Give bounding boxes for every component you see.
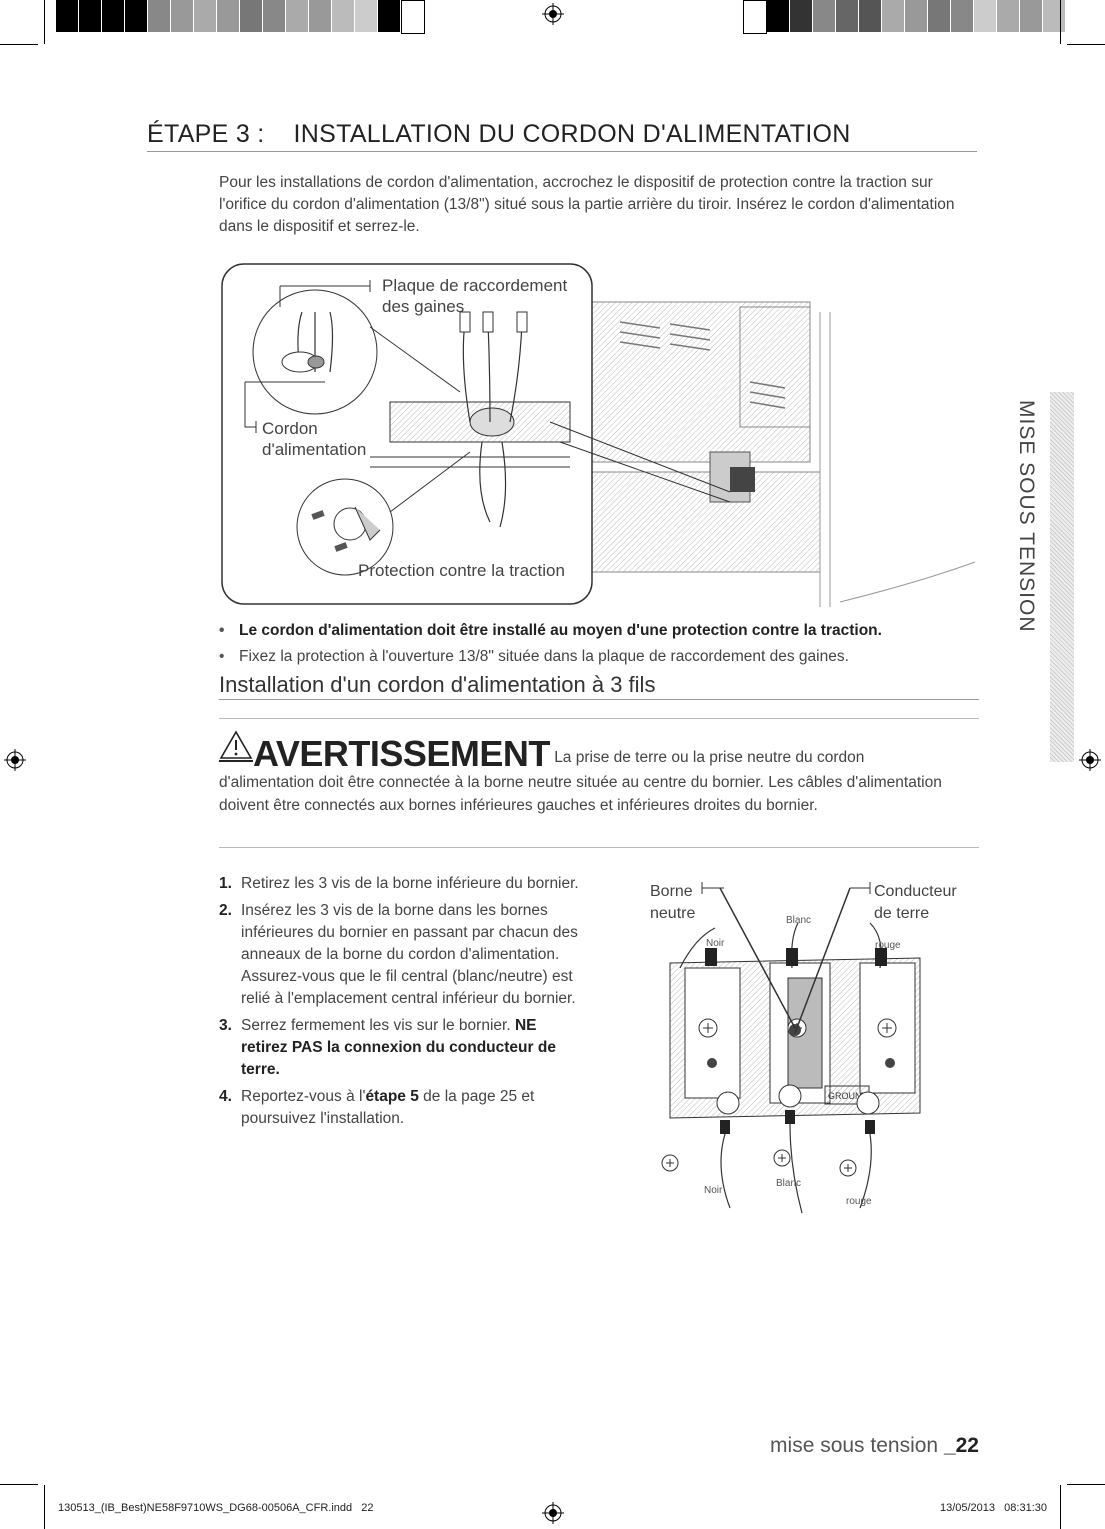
terminal-block-diagram: GROUND Borne neutre Conducteur de terre … [650, 882, 957, 1214]
warning-rule-bottom [219, 847, 979, 848]
section-side-tab [1050, 392, 1074, 762]
intro-paragraph: Pour les installations de cordon d'alime… [219, 174, 955, 235]
registration-target-icon [542, 3, 564, 25]
title-rule [147, 151, 977, 152]
color-bar-right [743, 0, 1066, 34]
color-bar-left [56, 0, 425, 34]
page-title: ÉTAPE 3 : INSTALLATION DU CORDON D'ALIME… [147, 120, 851, 148]
label-blanc-top: Blanc [786, 915, 811, 926]
registration-target-icon [542, 1502, 564, 1524]
label-rouge-bottom: rouge [846, 1196, 872, 1207]
step-4: 4.Reportez-vous à l'étape 5 de la page 2… [219, 1088, 535, 1127]
strain-relief-diagram: Plaque de raccordement des gaines Cordon… [221, 263, 976, 607]
label-borne-2: neutre [650, 905, 695, 922]
date-slug: 13/05/2013 08:31:30 [939, 1502, 1047, 1514]
label-protection: Protection contre la traction [358, 561, 565, 580]
label-blanc-bottom: Blanc [776, 1178, 801, 1189]
label-cond-1: Conducteur [874, 883, 957, 900]
section-title: Installation d'un cordon d'alimentation … [219, 672, 656, 697]
step-1: 1.Retirez les 3 vis de la borne inférieu… [219, 875, 579, 892]
crop-mark [44, 0, 45, 44]
warning-title: AVERTISSEMENT [253, 733, 550, 774]
crop-mark [1060, 0, 1061, 44]
crop-mark [0, 44, 38, 45]
crop-mark [1060, 1485, 1061, 1529]
label-rouge-top: rouge [875, 940, 901, 951]
ground-label: GROUND [828, 1091, 868, 1101]
label-borne-1: Borne [650, 883, 693, 900]
registration-target-icon [1079, 749, 1101, 771]
crop-mark [1067, 1484, 1105, 1485]
file-slug: 130513_(IB_Best)NE58F9710WS_DG68-00506A_… [58, 1502, 374, 1514]
page-footer: mise sous tension _22 [770, 1434, 979, 1457]
crop-mark [1067, 44, 1105, 45]
warning-text-inline: La prise de terre ou la prise neutre du … [554, 749, 865, 766]
page-number: _22 [943, 1434, 979, 1457]
label-plaque-2: des gaines [382, 297, 464, 316]
label-noir-bottom: Noir [704, 1185, 723, 1196]
warning-icon [219, 730, 253, 771]
warning-block: AVERTISSEMENT La prise de terre ou la pr… [219, 730, 979, 817]
section-rule [219, 699, 979, 700]
side-tab-label: MISE SOUS TENSION [1015, 400, 1038, 633]
steps-list: 1.Retirez les 3 vis de la borne inférieu… [219, 873, 579, 1135]
step-2: 2.Insérez les 3 vis de la borne dans les… [219, 902, 578, 1007]
warning-text: d'alimentation doit être connectée à la … [219, 774, 942, 814]
crop-mark [0, 1484, 38, 1485]
warning-rule-top [219, 718, 979, 719]
label-cond-2: de terre [874, 905, 929, 922]
registration-target-icon [4, 749, 26, 771]
label-cordon-2: d'alimentation [262, 440, 366, 459]
label-plaque-1: Plaque de raccordement [382, 276, 568, 295]
label-cordon-1: Cordon [262, 419, 318, 438]
crop-mark [44, 1485, 45, 1529]
label-noir-top: Noir [706, 938, 725, 949]
step-3: 3.Serrez fermement les vis sur le bornie… [219, 1017, 556, 1078]
